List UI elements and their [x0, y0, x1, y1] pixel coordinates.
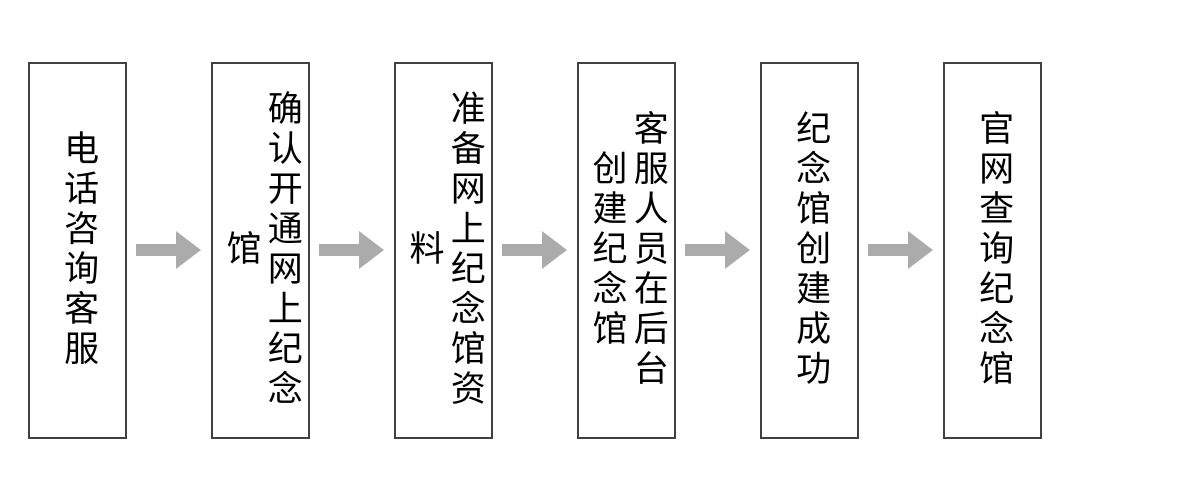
flow-arrow-3 [502, 230, 568, 270]
flow-node-5[interactable]: 纪念馆创建成功 [760, 61, 859, 439]
flow-node-4-label: 客服人员在后台创建纪念馆 [586, 110, 668, 390]
flow-node-3[interactable]: 准备网上纪念馆资料 [394, 61, 493, 439]
flow-node-2[interactable]: 确认开通网上纪念馆 [211, 61, 310, 439]
right-arrow-icon [502, 231, 567, 269]
flow-node-1-label: 电话咨询客服 [58, 130, 99, 370]
flow-node-6-label: 官网查询纪念馆 [973, 110, 1014, 390]
right-arrow-icon [319, 231, 384, 269]
right-arrow-icon [868, 231, 933, 269]
flow-node-5-label: 纪念馆创建成功 [790, 110, 831, 390]
right-arrow-icon [136, 231, 201, 269]
flow-node-1[interactable]: 电话咨询客服 [28, 61, 127, 439]
flow-node-4[interactable]: 客服人员在后台创建纪念馆 [577, 61, 676, 439]
flow-arrow-2 [319, 230, 385, 270]
flow-node-6[interactable]: 官网查询纪念馆 [943, 61, 1042, 439]
flow-node-2-label: 确认开通网上纪念馆 [220, 90, 302, 410]
flow-arrow-5 [868, 230, 934, 270]
flow-arrow-4 [685, 230, 751, 270]
flow-node-3-label: 准备网上纪念馆资料 [403, 90, 485, 410]
right-arrow-icon [685, 231, 750, 269]
flow-arrow-1 [136, 230, 202, 270]
